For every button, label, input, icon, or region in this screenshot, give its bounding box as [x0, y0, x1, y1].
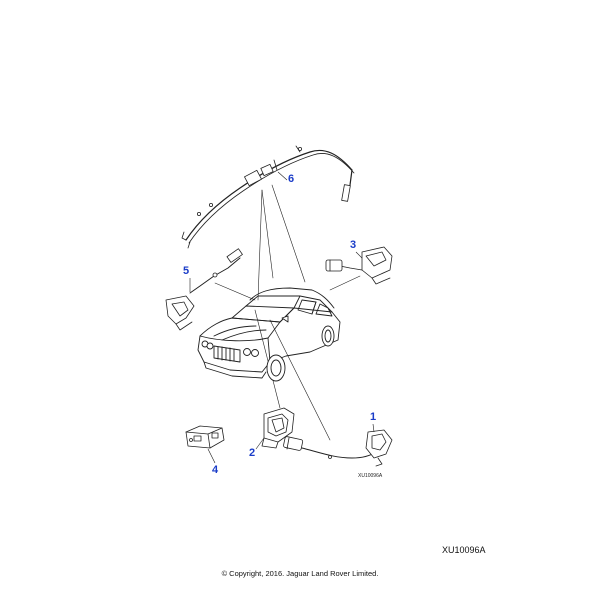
inner-reference-code: XU10096A: [358, 473, 383, 479]
sensor-with-lead-icon: [165, 248, 243, 331]
mounting-bracket-icon: [261, 407, 295, 449]
module-with-connector-icon: [325, 246, 393, 285]
callout-4: 4: [212, 464, 219, 476]
wiring-harness-icon: [181, 145, 355, 249]
sensor-with-harness-icon: [283, 429, 393, 467]
leader-lines: [214, 184, 361, 441]
copyright-notice: © Copyright, 2016. Jaguar Land Rover Lim…: [221, 569, 379, 578]
sensor-module-icon: [185, 425, 225, 449]
car-illustration-icon: [197, 287, 341, 382]
callout-5: 5: [183, 265, 190, 277]
callout-1: 1: [370, 411, 377, 423]
callout-3: 3: [350, 239, 357, 251]
illustration-reference-code: XU10096A: [442, 545, 486, 555]
callout-2: 2: [249, 447, 256, 459]
callout-6: 6: [288, 173, 295, 185]
